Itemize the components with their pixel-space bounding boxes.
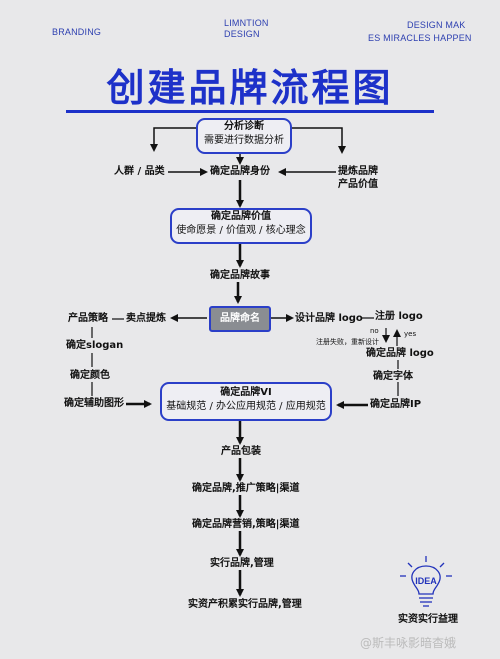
confirm-logo-node: 确定品牌 logo [366,348,434,359]
analysis-node: 分析诊断 需要进行数据分析 [196,118,292,154]
accumulate-node: 实资产积累实行品牌,管理 [188,599,302,610]
header-limntion: LIMNTION [224,18,269,28]
no-label: no [370,327,379,335]
header-design: DESIGN [224,29,260,39]
selling-point-node: 卖点提炼 [126,313,166,324]
product-strategy-node: 产品策略 [68,313,108,324]
value-title: 确定品牌价值 [211,211,271,222]
identity-node: 确定品牌身份 [210,166,270,177]
packaging-node: 产品包装 [221,446,261,457]
design-logo-node: 设计品牌 logo [295,313,363,324]
vi-title: 确定品牌VI [220,387,272,398]
marketing-node: 确定品牌营销,策略|渠道 [192,519,300,530]
value-node: 确定品牌价值 使命愿景 / 价值观 / 核心理念 [170,208,312,244]
header-miracles: ES MIRACLES HAPPEN [368,33,472,43]
vi-node: 确定品牌VI 基础规范 / 办公应用规范 / 应用规范 [160,382,332,421]
color-node: 确定颜色 [70,370,110,381]
naming-node: 品牌命名 [209,306,271,332]
idea-caption: 实资实行益理 [398,614,458,625]
yes-label: yes [404,330,417,338]
register-logo-node: 注册 logo [375,311,423,322]
audience-node: 人群 / 品类 [114,166,165,177]
value-subtitle: 使命愿景 / 价值观 / 核心理念 [176,225,306,236]
watermark: @斯丰咏影暗杳娥 [360,636,457,650]
execute-node: 实行品牌,管理 [210,558,274,569]
analysis-title: 分析诊断 [224,121,264,132]
promo-node: 确定品牌,推广策略|渠道 [192,483,300,494]
confirm-font-node: 确定字体 [373,371,413,382]
refine-node-line1: 提炼品牌 [338,166,378,177]
slogan-node: 确定slogan [66,340,124,351]
confirm-ip-node: 确定品牌IP [370,399,422,410]
page-title: 创建品牌流程图 [106,66,394,110]
refine-node-line2: 产品价值 [338,179,378,190]
analysis-subtitle: 需要进行数据分析 [204,135,284,146]
lightbulb-icon: IDEA [400,556,452,607]
idea-label: IDEA [415,576,437,586]
story-node: 确定品牌故事 [210,270,270,281]
register-fail-label: 注册失败，重新设计 [316,338,379,346]
aux-graphics-node: 确定辅助图形 [64,398,124,409]
vi-subtitle: 基础规范 / 办公应用规范 / 应用规范 [166,401,326,412]
title-underline [66,110,434,113]
header-design-mak: DESIGN MAK [407,20,466,30]
header-branding: BRANDING [52,27,102,37]
